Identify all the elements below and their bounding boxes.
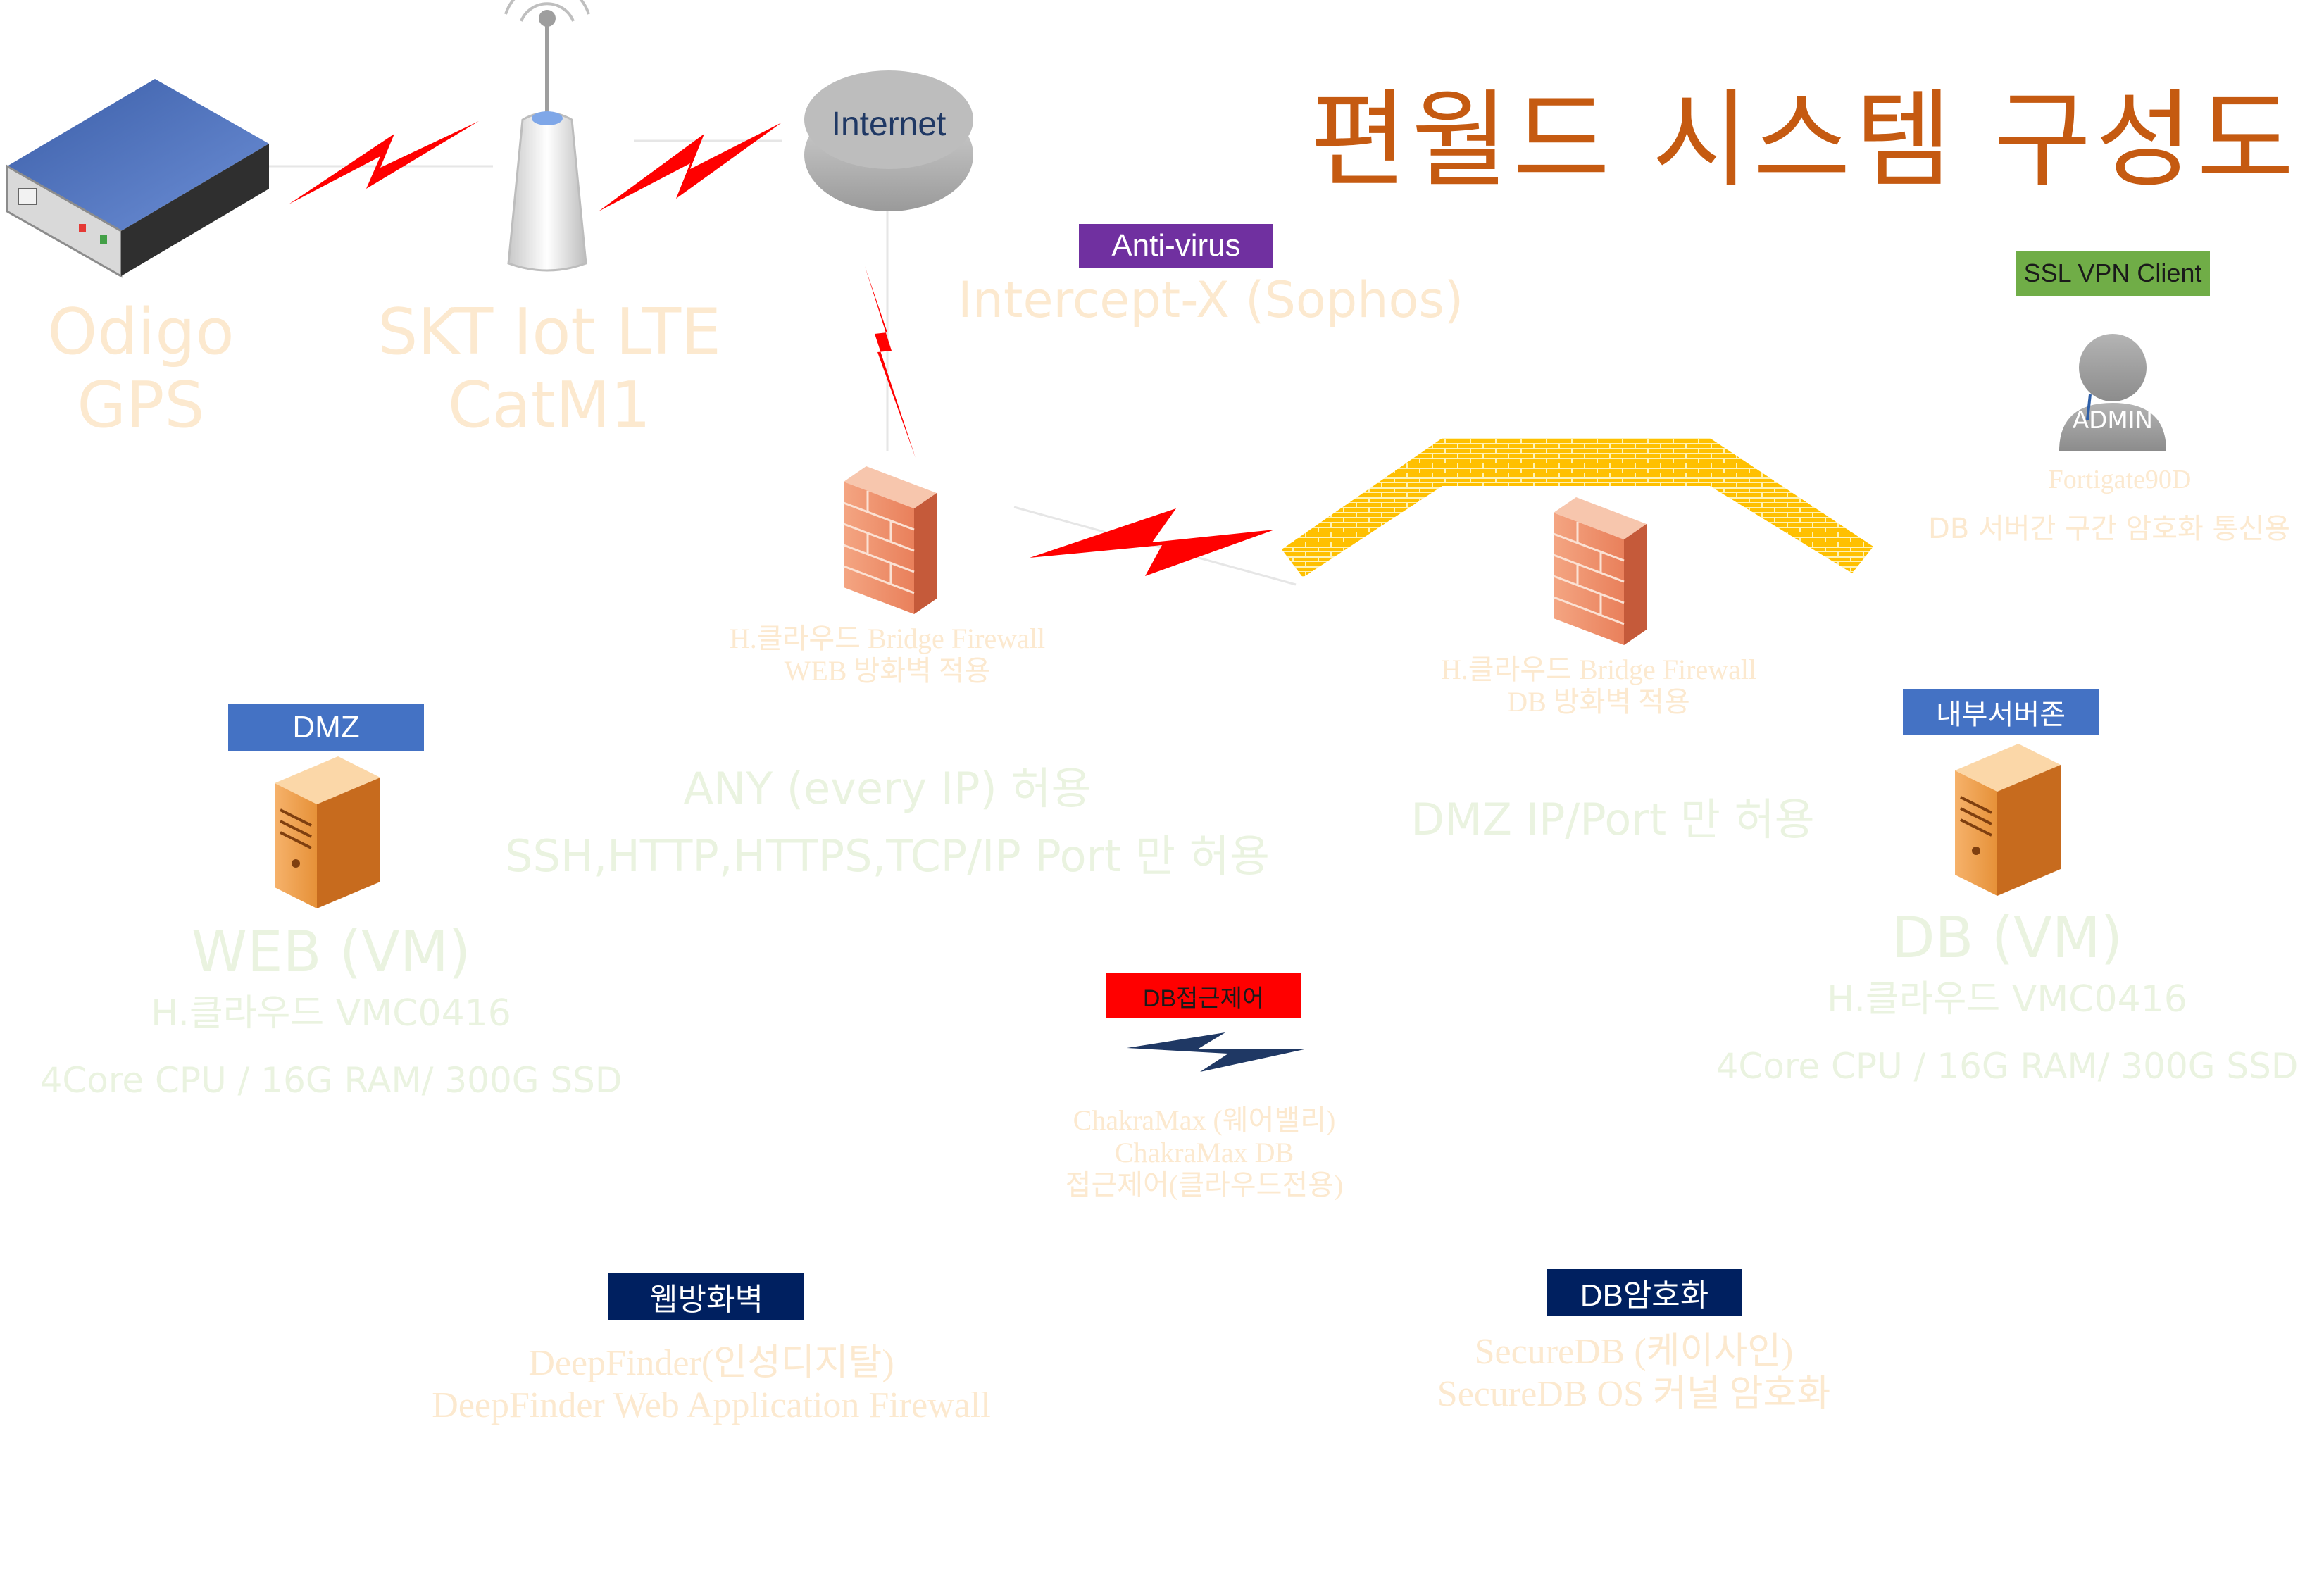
admin-label-line1: Fortigate90D <box>2048 465 2192 494</box>
db-access-bolt-icon <box>1127 1032 1304 1072</box>
db-firewall-label-line1: H.클라우드 Bridge Firewall <box>1440 654 1757 685</box>
lte-label: SKT Iot LTE CatM1 <box>366 296 732 442</box>
waf-line2: DeepFinder Web Application Firewall <box>432 1385 991 1425</box>
db-server-icon <box>1955 744 2061 896</box>
waf-tag: 웹방화벽 <box>608 1273 804 1320</box>
page-title: 편월드 시스템 구성도 <box>1310 80 2299 202</box>
db-access-line1: ChakraMax (웨어밸리) <box>1073 1104 1336 1136</box>
gps-label-line2: GPS <box>77 368 205 442</box>
web-vm-line2: 4Core CPU / 16G RAM/ 300G SSD <box>39 1060 623 1101</box>
db-encrypt-tag: DB암호화 <box>1547 1269 1742 1316</box>
db-firewall-label-line2: DB 방화벽 적용 <box>1507 686 1690 718</box>
admin-user-icon <box>2059 334 2166 451</box>
waf-desc: DeepFinder(인성디지탈) DeepFinder Web Applica… <box>366 1342 1056 1427</box>
admin-badge: ADMIN <box>2072 406 2154 435</box>
waf-line1: DeepFinder(인성디지탈) <box>528 1343 894 1383</box>
dmz-tag: DMZ <box>228 704 424 751</box>
antivirus-tag: Anti-virus <box>1079 224 1273 268</box>
gps-label: Odigo GPS <box>42 296 239 442</box>
db-encrypt-line1: SecureDB (케이사인) <box>1474 1332 1794 1372</box>
ssl-vpn-tag: SSL VPN Client <box>2016 251 2210 296</box>
web-firewall-label-line2: WEB 방화벽 적용 <box>784 655 991 687</box>
web-firewall-label-line1: H.클라우드 Bridge Firewall <box>729 623 1046 654</box>
lte-label-line1: SKT Iot LTE <box>377 295 721 369</box>
db-access-line2: ChakraMax DB <box>1114 1137 1294 1168</box>
db-access-line3: 접근제어(클라우드전용) <box>1065 1169 1344 1201</box>
admin-label-line2: DB 서버간 구간 암호화 통신용 <box>1928 513 2290 545</box>
brick-wall-icon <box>1282 438 1873 577</box>
db-encrypt-desc: SecureDB (케이사인) SecureDB OS 커널 암호화 <box>1380 1331 1887 1416</box>
lightning-bolt-icon <box>289 121 1275 576</box>
antivirus-desc: Intercept-X (Sophos) <box>958 271 1464 329</box>
db-vm-line2: 4Core CPU / 16G RAM/ 300G SSD <box>1716 1046 2299 1087</box>
db-vm-line1: H.클라우드 VMC0416 <box>1827 978 2187 1020</box>
db-access-desc: ChakraMax (웨어밸리) ChakraMax DB 접근제어(클라우드전… <box>1014 1104 1394 1201</box>
antenna-tower-icon <box>504 0 590 272</box>
web-vm-line1: H.클라우드 VMC0416 <box>151 992 511 1035</box>
gps-label-line1: Odigo <box>47 295 235 369</box>
db-rule: DMZ IP/Port 만 허용 <box>1411 794 1815 845</box>
db-encrypt-line2: SecureDB OS 커널 암호화 <box>1437 1373 1831 1414</box>
web-firewall-icon <box>843 466 937 614</box>
web-rule-line1: ANY (every IP) 허용 <box>683 763 1092 814</box>
web-server-icon <box>275 756 380 908</box>
internal-zone-tag: 내부서버존 <box>1903 689 2099 735</box>
web-vm-title: WEB (VM) <box>191 919 471 985</box>
db-vm-title: DB (VM) <box>1891 905 2123 970</box>
db-firewall-label: H.클라우드 Bridge Firewall DB 방화벽 적용 <box>1401 654 1796 718</box>
db-firewall-icon <box>1553 497 1647 645</box>
web-rule-line2: SSH,HTTP,HTTPS,TCP/IP Port 만 허용 <box>505 830 1270 882</box>
web-firewall-label: H.클라우드 Bridge Firewall WEB 방화벽 적용 <box>690 623 1085 687</box>
lte-label-line2: CatM1 <box>447 368 651 442</box>
internet-label: Internet <box>832 106 947 143</box>
gps-device-icon <box>6 79 269 278</box>
internet-cloud-icon: Internet <box>804 70 973 211</box>
db-access-tag: DB접근제어 <box>1106 973 1301 1018</box>
